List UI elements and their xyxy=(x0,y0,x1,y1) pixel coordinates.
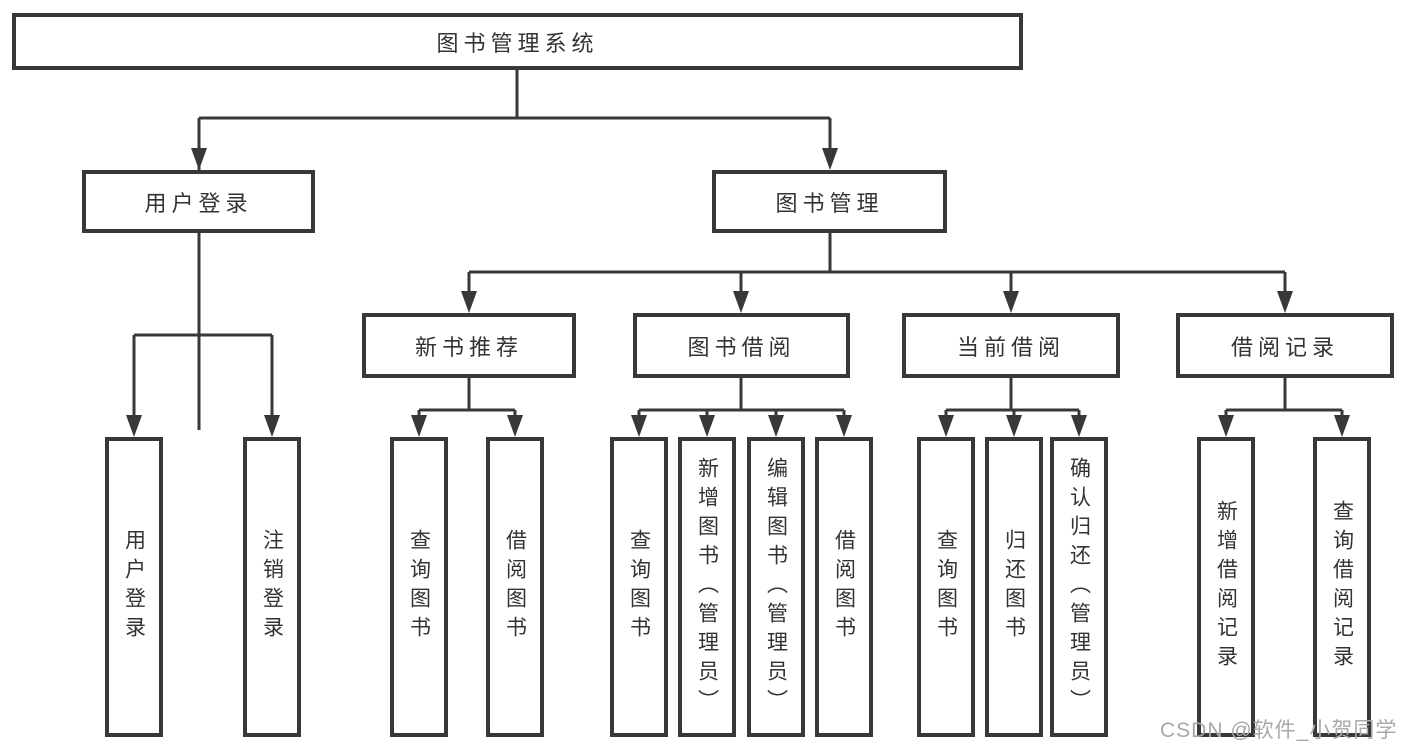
leaf-add-borrow-record: 新增借阅记录 xyxy=(1197,437,1255,737)
arrowhead-icon xyxy=(191,148,207,170)
leaf-query-books-recommend: 查询图书 xyxy=(390,437,448,737)
leaf-user-login: 用户登录 xyxy=(105,437,163,737)
connector-root-to-level2 xyxy=(197,70,832,430)
leaf-add-books-admin: 新增图书（管理员） xyxy=(678,437,736,737)
connector-borrow-children xyxy=(637,378,846,428)
node-current-borrow: 当前借阅 xyxy=(902,313,1120,378)
connector-lines xyxy=(132,70,1344,430)
arrowhead-icon xyxy=(1003,291,1019,313)
arrowhead-icon xyxy=(461,291,477,313)
arrowhead-icon xyxy=(699,415,715,437)
connector-user-children xyxy=(132,233,274,428)
arrowhead-icon xyxy=(1218,415,1234,437)
leaf-return-books: 归还图书 xyxy=(985,437,1043,737)
arrowhead-icon xyxy=(836,415,852,437)
node-book-borrow: 图书借阅 xyxy=(633,313,850,378)
arrowhead-icon xyxy=(822,148,838,170)
leaf-query-books-borrow: 查询图书 xyxy=(610,437,668,737)
node-borrow-records: 借阅记录 xyxy=(1176,313,1394,378)
node-new-book-recommend: 新书推荐 xyxy=(362,313,576,378)
csdn-watermark: CSDN @软件_小贺同学 xyxy=(1160,719,1398,742)
leaf-confirm-return-admin: 确认归还（管理员） xyxy=(1050,437,1108,737)
arrowhead-icon xyxy=(938,415,954,437)
connector-mgmt-children xyxy=(467,233,1287,304)
node-system-root: 图书管理系统 xyxy=(12,13,1023,70)
connector-newbook-children xyxy=(417,378,517,428)
arrowhead-icon xyxy=(733,291,749,313)
leaf-query-borrow-record: 查询借阅记录 xyxy=(1313,437,1371,737)
arrowhead-icon xyxy=(411,415,427,437)
leaf-borrow-books-recommend: 借阅图书 xyxy=(486,437,544,737)
arrowhead-icon xyxy=(1071,415,1087,437)
arrowhead-icon xyxy=(507,415,523,437)
leaf-logout: 注销登录 xyxy=(243,437,301,737)
arrowhead-icon xyxy=(264,415,280,437)
arrowhead-icon xyxy=(631,415,647,437)
node-user-login: 用户登录 xyxy=(82,170,315,233)
arrowhead-icon xyxy=(1277,291,1293,313)
arrowhead-icon xyxy=(1006,415,1022,437)
leaf-borrow-books: 借阅图书 xyxy=(815,437,873,737)
leaf-edit-books-admin: 编辑图书（管理员） xyxy=(747,437,805,737)
connector-records-children xyxy=(1224,378,1344,428)
leaf-query-books-current: 查询图书 xyxy=(917,437,975,737)
arrowhead-icon xyxy=(1334,415,1350,437)
node-book-management: 图书管理 xyxy=(712,170,947,233)
arrowhead-icon xyxy=(768,415,784,437)
arrowheads xyxy=(126,148,1350,437)
arrowhead-icon xyxy=(126,415,142,437)
